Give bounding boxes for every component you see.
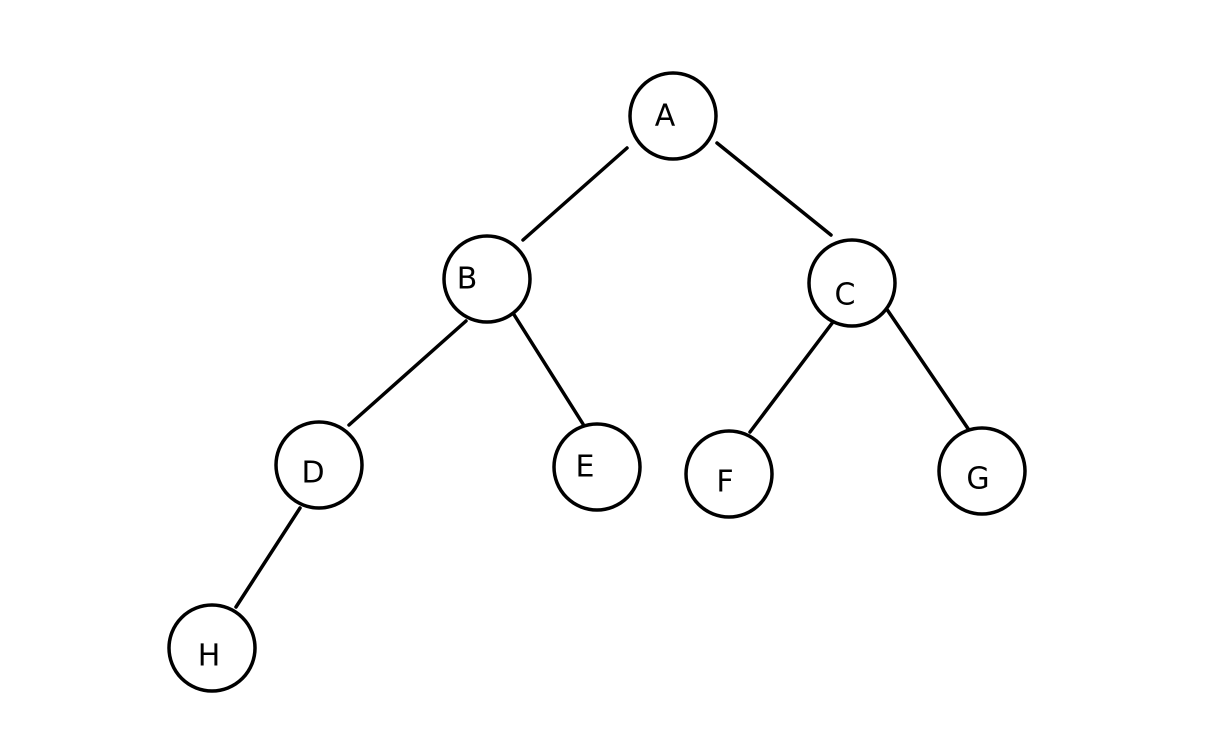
node-D-circle xyxy=(274,420,364,510)
node-B-label: B xyxy=(457,262,478,297)
node-E-label: E xyxy=(576,450,595,485)
node-C-circle xyxy=(807,238,897,328)
node-G-label: G xyxy=(966,462,989,497)
node-G: G xyxy=(937,426,1027,516)
edge-A-B xyxy=(521,146,629,242)
edges xyxy=(234,141,973,609)
edge-B-E xyxy=(511,311,585,426)
edge-A-C xyxy=(715,141,833,237)
node-A-circle xyxy=(628,71,718,161)
node-D-label: D xyxy=(301,456,324,491)
node-G-circle xyxy=(937,426,1027,516)
edge-B-D xyxy=(347,319,468,427)
node-F: F xyxy=(684,429,774,519)
node-H: H xyxy=(167,603,257,693)
node-C: C xyxy=(807,238,897,328)
node-B-circle xyxy=(442,234,532,324)
node-H-label: H xyxy=(198,639,221,674)
node-F-label: F xyxy=(716,465,733,500)
node-D: D xyxy=(274,420,364,510)
node-E-circle xyxy=(552,422,642,512)
node-A: A xyxy=(628,71,718,161)
edge-D-H xyxy=(234,506,302,609)
node-E: E xyxy=(552,422,642,512)
node-F-circle xyxy=(684,429,774,519)
edge-C-F xyxy=(748,316,838,434)
node-A-label: A xyxy=(655,99,676,134)
edge-C-G xyxy=(882,303,973,435)
node-B: B xyxy=(442,234,532,324)
node-H-circle xyxy=(167,603,257,693)
node-C-label: C xyxy=(835,278,856,313)
